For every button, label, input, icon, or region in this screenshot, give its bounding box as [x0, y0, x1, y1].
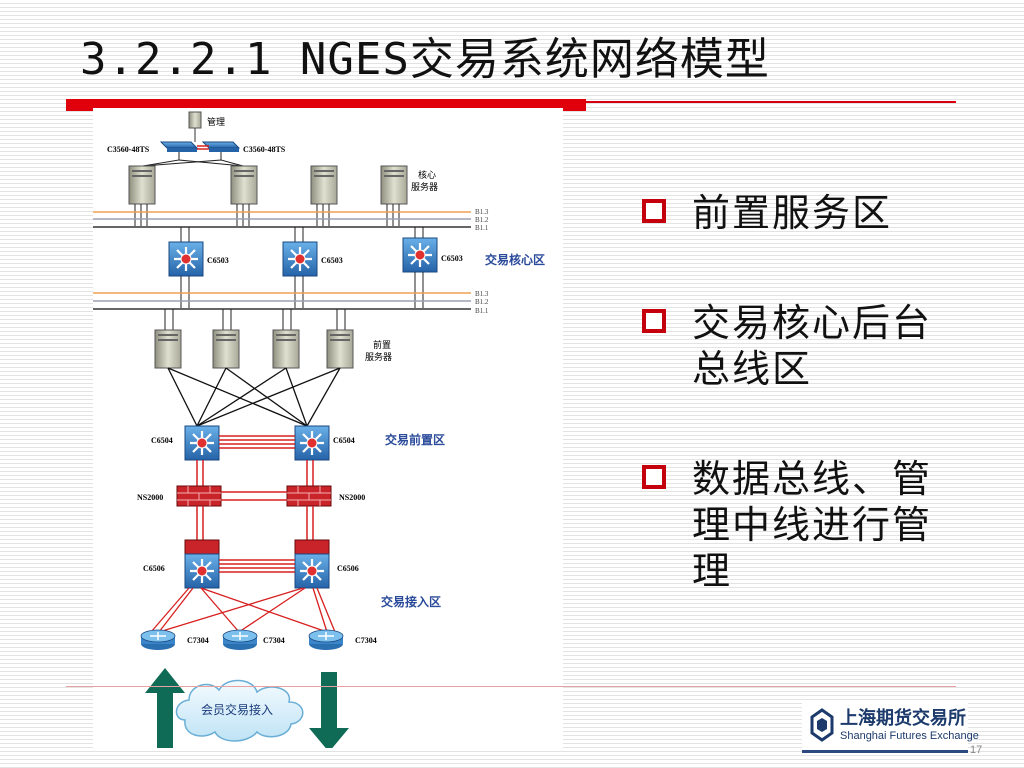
top-switch-right-icon	[201, 141, 241, 152]
arrow-up-icon	[145, 668, 185, 748]
bullet-item: 交易核心后台总线区	[640, 300, 970, 392]
ns-label: NS2000	[339, 493, 365, 502]
core-server-icon	[230, 165, 258, 205]
router-icon	[222, 629, 258, 651]
exchange-logo: 上海期货交易所 Shanghai Futures Exchange	[802, 700, 979, 753]
core-switch-icon	[281, 240, 319, 278]
bullet-text: 交易核心后台总线区	[692, 301, 933, 391]
access-zone-label: 交易接入区	[381, 594, 441, 609]
ns2000-firewall-icon	[176, 485, 222, 507]
c6506-switch-icon	[293, 539, 331, 590]
top-switch-left-label: C3560-48TS	[107, 145, 150, 154]
mgmt-label: 管理	[207, 116, 225, 127]
core-zone-label: 交易核心区	[485, 252, 545, 267]
core-switch-icon	[401, 236, 439, 274]
core-switch-label: C6503	[207, 256, 229, 265]
router-icon	[308, 629, 344, 651]
c6506-label: C6506	[337, 564, 359, 573]
checkbox-icon	[642, 199, 666, 223]
front-server-icon	[272, 329, 300, 369]
footer-rule	[66, 686, 956, 687]
exchange-logo-icon	[810, 708, 834, 742]
core-server-label-2: 服务器	[411, 181, 438, 192]
front-server-label-2: 服务器	[365, 351, 392, 362]
core-switch-label: C6503	[321, 256, 343, 265]
router-icon	[140, 629, 176, 651]
network-diagram: 管理 C3560-48TS C3560-48TS 核心 服务器 B1.3 B1.…	[93, 108, 563, 748]
logo-text-cn: 上海期货交易所	[840, 708, 966, 729]
cloud-icon	[175, 679, 304, 742]
top-switch-right-label: C3560-48TS	[243, 145, 286, 154]
ns-label: NS2000	[137, 493, 163, 502]
mgmt-server-icon	[188, 111, 202, 129]
c6506-switch-icon	[183, 539, 221, 590]
logo-text-en: Shanghai Futures Exchange	[840, 730, 979, 742]
core-server-icon	[380, 165, 408, 205]
front-server-label-1: 前置	[373, 339, 391, 350]
bullet-text: 前置服务区	[692, 191, 893, 235]
core-switch-label: C6503	[441, 254, 463, 263]
core-switch-icon	[167, 240, 205, 278]
front-server-icon	[326, 329, 354, 369]
router-label: C7304	[263, 636, 285, 645]
page-number: 17	[970, 744, 983, 756]
bullet-list: 前置服务区 交易核心后台总线区 数据总线、管理中线进行管理	[640, 190, 970, 594]
bus-label: B1.3	[475, 290, 489, 298]
bus-label: B1.1	[475, 307, 489, 315]
arrow-down-icon	[309, 672, 349, 748]
bus-label: B1.2	[475, 298, 489, 306]
top-switch-left-icon	[159, 141, 199, 152]
router-label: C7304	[355, 636, 377, 645]
bus-label: B1.1	[475, 224, 489, 232]
c6504-switch-icon	[293, 424, 331, 462]
core-server-label-1: 核心	[418, 169, 436, 180]
ns2000-firewall-icon	[286, 485, 332, 507]
c6504-switch-icon	[183, 424, 221, 462]
bus-label: B1.3	[475, 208, 489, 216]
c6506-label: C6506	[143, 564, 165, 573]
front-zone-label: 交易前置区	[385, 432, 445, 447]
checkbox-icon	[642, 309, 666, 333]
bullet-item: 数据总线、管理中线进行管理	[640, 456, 970, 594]
bus-label: B1.2	[475, 216, 489, 224]
router-label: C7304	[187, 636, 209, 645]
bullet-item: 前置服务区	[640, 190, 970, 236]
bullet-text: 数据总线、管理中线进行管理	[692, 457, 933, 593]
c6504-label: C6504	[333, 436, 355, 445]
cloud-label: 会员交易接入	[201, 702, 273, 717]
front-server-icon	[154, 329, 182, 369]
slide-title: 3.2.2.1 NGES交易系统网络模型	[80, 34, 770, 85]
front-server-icon	[212, 329, 240, 369]
core-server-icon	[128, 165, 156, 205]
c6504-label: C6504	[151, 436, 173, 445]
core-server-icon	[310, 165, 338, 205]
checkbox-icon	[642, 465, 666, 489]
